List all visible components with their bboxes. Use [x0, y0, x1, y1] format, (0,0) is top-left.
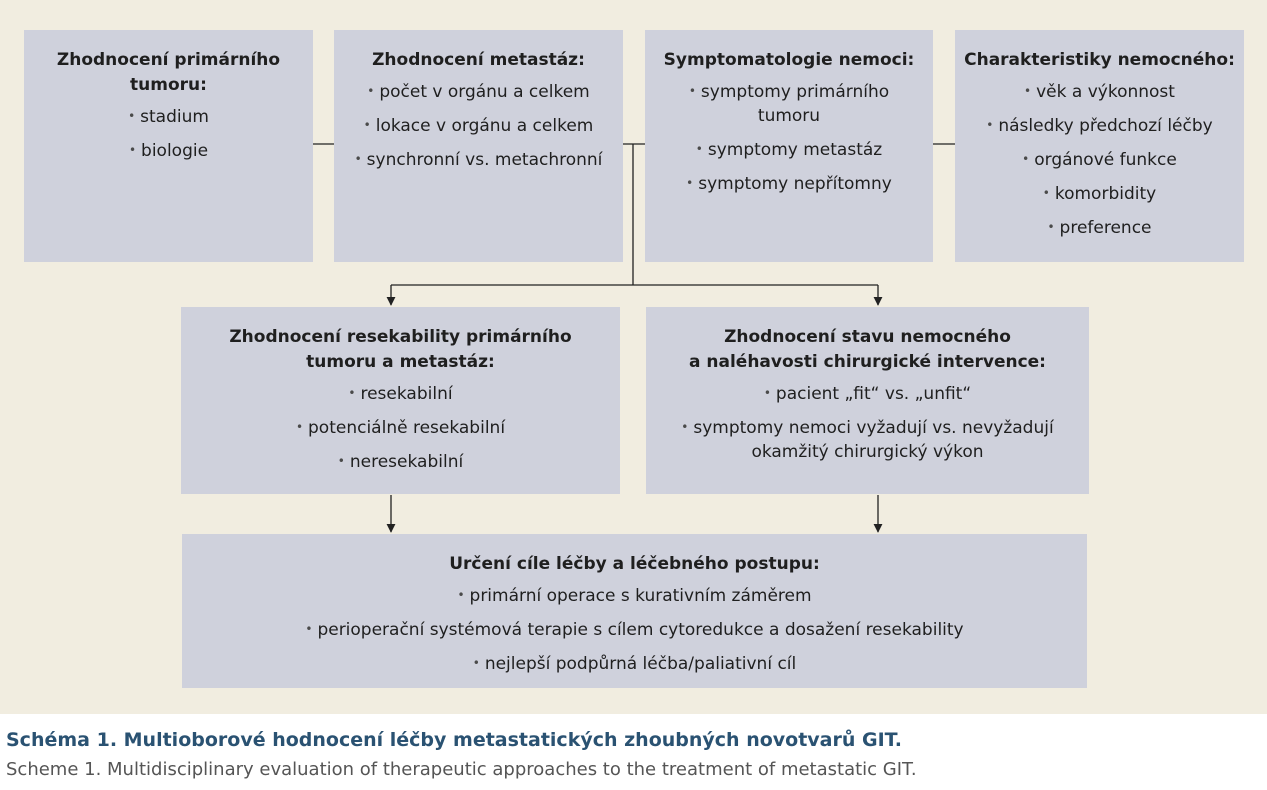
box-patient-characteristics-item: •preference: [1047, 218, 1152, 238]
box-primary-tumor-title: Zhodnocení primárního tumoru:: [56, 50, 281, 95]
box-primary-tumor-item: •stadium: [128, 107, 209, 127]
box-symptomatology-item: •symptomy primárního tumoru: [688, 82, 890, 126]
box-metastases: Zhodnocení metastáz: •počet v orgánu a c…: [334, 30, 623, 262]
box-patient-state-item: •pacient „fit“ vs. „unfit“: [763, 384, 972, 404]
box-resectability-title: Zhodnocení resekability primárního tumor…: [229, 327, 572, 372]
box-patient-characteristics-item: •věk a výkonnost: [1024, 82, 1175, 102]
box-patient-characteristics-item: •následky předchozí léčby: [986, 116, 1213, 136]
box-symptomatology: Symptomatologie nemoci: •symptomy primár…: [645, 30, 933, 262]
box-treatment-goal-item: •perioperační systémová terapie s cílem …: [305, 620, 964, 640]
box-primary-tumor: Zhodnocení primárního tumoru: •stadium •…: [24, 30, 313, 262]
box-treatment-goal-item: •primární operace s kurativním záměrem: [457, 586, 812, 606]
box-metastases-item: •synchronní vs. metachronní: [354, 150, 603, 170]
box-metastases-title: Zhodnocení metastáz:: [372, 50, 585, 70]
box-symptomatology-item: •symptomy nepřítomny: [686, 174, 892, 194]
box-resectability: Zhodnocení resekability primárního tumor…: [181, 307, 620, 494]
box-metastases-item: •počet v orgánu a celkem: [367, 82, 590, 102]
box-patient-characteristics-item: •orgánové funkce: [1022, 150, 1177, 170]
box-patient-characteristics-item: •komorbidity: [1042, 184, 1157, 204]
box-symptomatology-title: Symptomatologie nemoci:: [663, 50, 915, 70]
box-treatment-goal-title: Určení cíle léčby a léčebného postupu:: [449, 554, 820, 574]
box-patient-state: Zhodnocení stavu nemocného a naléhavosti…: [646, 307, 1089, 494]
diagram-panel: Zhodnocení primárního tumoru: •stadium •…: [0, 0, 1267, 714]
box-treatment-goal: Určení cíle léčby a léčebného postupu: •…: [182, 534, 1087, 688]
box-patient-state-item: •symptomy nemoci vyžadují vs. nevyžadují…: [681, 418, 1054, 462]
connector-lines: [313, 143, 955, 533]
box-metastases-item: •lokace v orgánu a celkem: [363, 116, 594, 136]
box-resectability-item: •potenciálně resekabilní: [295, 418, 506, 438]
box-primary-tumor-item: •biologie: [128, 141, 209, 161]
box-resectability-item: •neresekabilní: [337, 452, 464, 472]
caption-title: Schéma 1. Multioborové hodnocení léčby m…: [6, 729, 902, 751]
box-resectability-item: •resekabilní: [348, 384, 453, 404]
box-patient-state-title: Zhodnocení stavu nemocného a naléhavosti…: [689, 327, 1046, 372]
box-treatment-goal-item: •nejlepší podpůrná léčba/paliativní cíl: [472, 654, 797, 674]
box-symptomatology-item: •symptomy metastáz: [695, 140, 883, 160]
caption-subtitle: Scheme 1. Multidisciplinary evaluation o…: [6, 759, 917, 780]
box-patient-characteristics: Charakteristiky nemocného: •věk a výkonn…: [955, 30, 1244, 262]
box-patient-characteristics-title: Charakteristiky nemocného:: [964, 50, 1235, 70]
